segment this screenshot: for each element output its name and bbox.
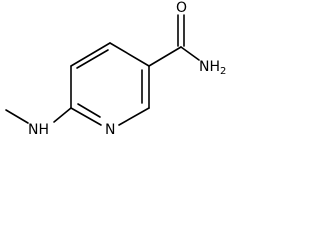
- amide-nh-text: NH: [199, 59, 220, 75]
- amide-nitrogen-label: NH2: [199, 59, 226, 77]
- ring-bond-n1-c2: [118, 107, 150, 126]
- bond-carbonyl-to-amide-n: [180, 46, 200, 61]
- carboxamide-group: [148, 14, 200, 67]
- amine-nitrogen-label: NH: [28, 122, 49, 138]
- amide-h-subscript: 2: [220, 66, 226, 77]
- ring-bond-c3-c4: [109, 42, 150, 67]
- pyridine-ring: [70, 42, 150, 126]
- carbonyl-oxygen-label: O: [176, 0, 187, 16]
- ring-double-bond-c4-c5: [76, 49, 109, 69]
- ring-double-bond-c6-n1: [77, 103, 101, 118]
- ring-bond-c4-c5: [70, 42, 111, 67]
- chemical-structure: O NH2 N NH: [5, 0, 226, 138]
- ring-bond-c6-n1: [70, 107, 102, 126]
- ring-nitrogen-label: N: [105, 122, 115, 138]
- bond-ring-to-amine-n: [53, 107, 72, 123]
- bond-ring-to-carbonyl: [148, 46, 182, 67]
- bond-amine-n-to-methyl: [5, 109, 29, 124]
- methylamino-group: [5, 107, 72, 124]
